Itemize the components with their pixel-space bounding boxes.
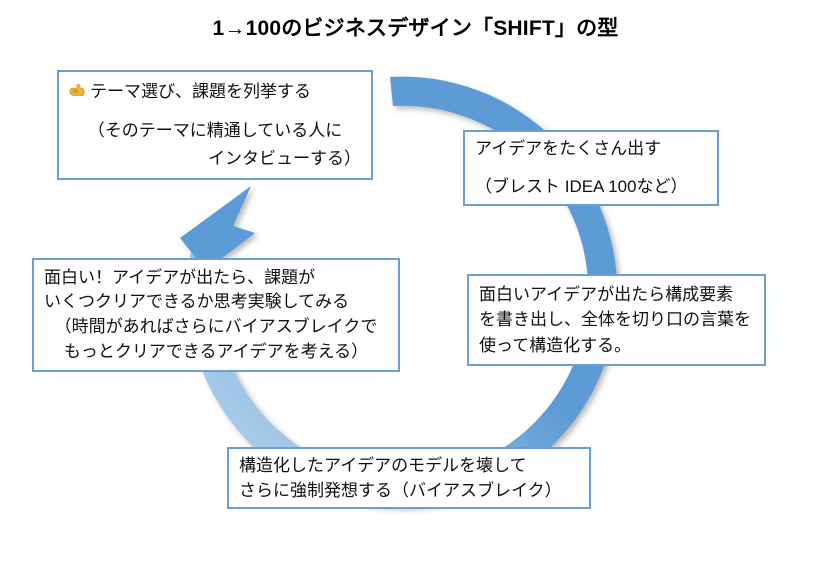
step-ideas-line-2: （ブレスト IDEA 100など） <box>475 177 688 196</box>
step-structure-line-3: 使って構造化する。 <box>479 335 632 355</box>
step-box-thought-experiment[interactable]: 面白い！アイデアが出たら、課題が いくつクリアできるか思考実験してみる （時間が… <box>32 258 400 372</box>
step-structure-line-2: を書き出し、全体を切り口の言葉を <box>479 310 751 330</box>
step-structure-line-1: 面白いアイデアが出たら構成要素 <box>479 284 734 304</box>
step-break-line-2: さらに強制発想する（バイアスブレイク） <box>239 481 562 500</box>
step-test-line-1: 面白い！アイデアが出たら、課題が <box>44 267 316 287</box>
step-box-bias-break[interactable]: 構造化したアイデアのモデルを壊して さらに強制発想する（バイアスブレイク） <box>227 447 591 509</box>
step-box-structure[interactable]: 面白いアイデアが出たら構成要素 を書き出し、全体を切り口の言葉を 使って構造化す… <box>467 274 766 366</box>
page-title: 1→100のビジネスデザイン「SHIFT」の型 <box>212 17 619 40</box>
step-break-line-1: 構造化したアイデアのモデルを壊して <box>239 455 527 475</box>
pointing-hand-icon <box>69 80 88 108</box>
step-test-line-4: もっとクリアできるアイデアを考える） <box>63 341 369 361</box>
step-test-line-2: いくつクリアできるか思考実験してみる <box>44 292 350 312</box>
step-theme-line-2: （そのテーマに精通している人に <box>87 121 343 141</box>
step-box-ideas[interactable]: アイデアをたくさん出す （ブレスト IDEA 100など） <box>463 130 719 206</box>
step-theme-line-1: テーマ選び、課題を列挙する <box>69 78 361 108</box>
step-ideas-line-1: アイデアをたくさん出す <box>475 139 662 159</box>
step-test-line-3: （時間があればさらにバイアスブレイクで <box>54 317 378 336</box>
step-box-theme[interactable]: テーマ選び、課題を列挙する （そのテーマに精通している人に インタビューする） <box>57 70 373 180</box>
step-theme-text-1: テーマ選び、課題を列挙する <box>90 81 311 101</box>
step-theme-line-3: インタビューする） <box>208 148 361 168</box>
